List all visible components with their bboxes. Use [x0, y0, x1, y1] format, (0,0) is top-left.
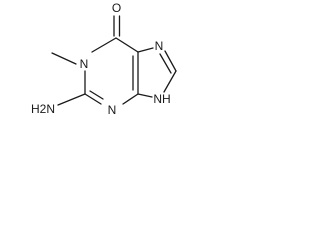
- bond-group: [51, 15, 177, 106]
- bond-c5-n7: [137, 47, 154, 53]
- bond-c2-amino: [57, 93, 86, 106]
- bond-c6-n1: [91, 37, 117, 53]
- bond-n7-c8-a: [164, 50, 177, 72]
- bond-n3-c4: [122, 93, 139, 105]
- atom-labels: O N N N NH H2N: [31, 1, 171, 117]
- bond-c2-n3-a: [84, 93, 102, 105]
- bond-n1-methyl: [51, 52, 77, 65]
- bond-c2-n3-b: [89, 90, 104, 100]
- atom-label-n1: N: [80, 57, 89, 71]
- bond-c6-c5: [115, 37, 139, 53]
- bond-c8-n9: [163, 70, 177, 93]
- atom-label-n3: N: [108, 103, 117, 117]
- atom-label-oxygen: O: [112, 1, 121, 15]
- atom-label-n7: N: [155, 39, 164, 53]
- chemical-structure: O N N N NH H2N: [31, 1, 177, 117]
- atom-label-n9: NH: [153, 92, 170, 106]
- bond-n9-c4: [137, 93, 153, 98]
- atom-label-amino: H2N: [31, 102, 55, 116]
- bond-n7-c8-b: [159, 53, 172, 74]
